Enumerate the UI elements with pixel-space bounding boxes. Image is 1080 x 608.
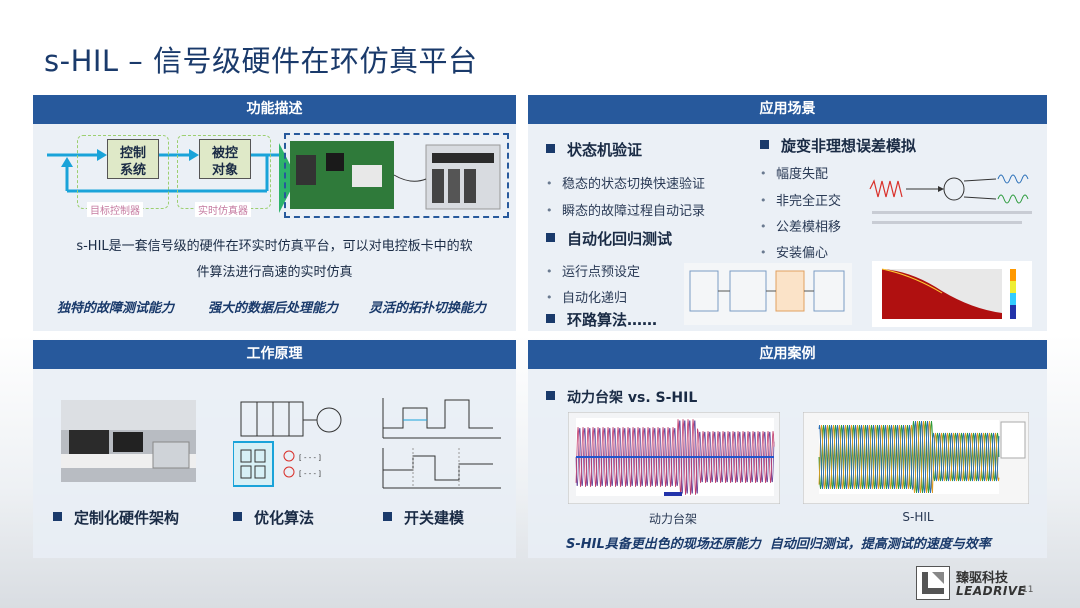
state-machine-item: •稳态的状态切换快速验证: [546, 177, 706, 192]
inverter-topology-diagram: [ - - - ] [ - - - ]: [233, 401, 342, 487]
regression-flow-diagram: [684, 263, 852, 325]
company-name-cn: 臻驱科技: [956, 571, 1009, 586]
realtime-simulator-label: 实时仿真器: [195, 202, 251, 217]
page-number: 11: [1022, 585, 1034, 595]
principle-item-algorithm: 优化算法: [233, 507, 314, 528]
regression-item: •运行点预设定: [546, 265, 641, 280]
shil-caption: S-HIL: [902, 510, 934, 524]
principle-header: 工作原理: [33, 340, 516, 369]
scenarios-panel: 应用场景 状态机验证 •稳态的状态切换快速验证 •瞬态的故障过程自动记录 自动化…: [528, 95, 1047, 331]
principle-panel: 工作原理 [ - - - ] [ - - - ] 定制化: [33, 340, 516, 558]
error-heatmap: [872, 261, 1032, 327]
target-controller-label: 目标控制器: [87, 202, 143, 217]
functions-description-line1: s-HIL是一套信号级的硬件在环实时仿真平台，可以对电控板卡中的软: [76, 239, 473, 254]
functions-description: s-HIL是一套信号级的硬件在环实时仿真平台，可以对电控板卡中的软 件算法进行高…: [43, 234, 506, 286]
cases-header: 应用案例: [528, 340, 1047, 369]
functions-panel: 功能描述 控制 系统 被控 对象 目标控制器 实时仿真器: [33, 95, 516, 331]
loop-algorithm-title: 环路算法……: [546, 309, 657, 330]
hardware-photo: [290, 141, 501, 210]
feature-post-processing: 强大的数据后处理能力: [208, 301, 339, 316]
control-system-box: 控制 系统: [107, 139, 159, 179]
lab-photo: [61, 400, 196, 482]
regression-item: •自动化递归: [546, 291, 628, 306]
scenarios-header: 应用场景: [528, 95, 1047, 124]
cases-title: 动力台架 vs. S-HIL: [546, 387, 697, 407]
principle-item-switch-model: 开关建模: [383, 507, 464, 528]
dyno-waveform-chart: [568, 412, 780, 504]
resolver-item: •公差模相移: [760, 220, 842, 235]
regression-title: 自动化回归测试: [546, 228, 672, 249]
state-machine-item: •瞬态的故障过程自动记录: [546, 204, 706, 219]
feature-topology-switch: 灵活的拓扑切换能力: [369, 301, 487, 316]
functions-description-line2: 件算法进行高速的实时仿真: [196, 265, 353, 280]
plant-box: 被控 对象: [199, 139, 251, 179]
svg-text:[ - - - ]: [ - - - ]: [299, 470, 321, 478]
switching-waveform-diagram: [382, 398, 501, 489]
company-name-en: LEADRIVE: [956, 584, 1027, 598]
principle-item-hardware: 定制化硬件架构: [53, 507, 179, 528]
cases-summary: S-HIL具备更出色的现场还原能力 自动回归测试，提高测试的速度与效率: [566, 537, 991, 552]
dyno-caption: 动力台架: [648, 512, 697, 526]
leadrive-logo-icon: [916, 566, 950, 600]
state-machine-title: 状态机验证: [546, 139, 642, 160]
hardware-photo-frame: [284, 133, 509, 218]
functions-header: 功能描述: [33, 95, 516, 124]
shil-waveform-chart: [803, 412, 1029, 504]
svg-text:[ - - - ]: [ - - - ]: [299, 454, 321, 462]
cases-panel: 应用案例 动力台架 vs. S-HIL 动力台架 S-HIL S-HIL具备更出…: [528, 340, 1047, 558]
resolver-item: •幅度失配: [760, 167, 829, 182]
resolver-waveform-figure: [869, 174, 1032, 224]
page-title: s-HIL – 信号级硬件在环仿真平台: [44, 44, 478, 78]
feature-fault-test: 独特的故障测试能力: [57, 301, 175, 316]
control-diagram: 控制 系统 被控 对象 目标控制器 实时仿真器: [47, 133, 297, 225]
resolver-item: •安装偏心: [760, 246, 829, 261]
resolver-title: 旋变非理想误差模拟: [760, 135, 916, 156]
resolver-item: •非完全正交: [760, 194, 842, 209]
diagram-arrows: [47, 143, 297, 213]
